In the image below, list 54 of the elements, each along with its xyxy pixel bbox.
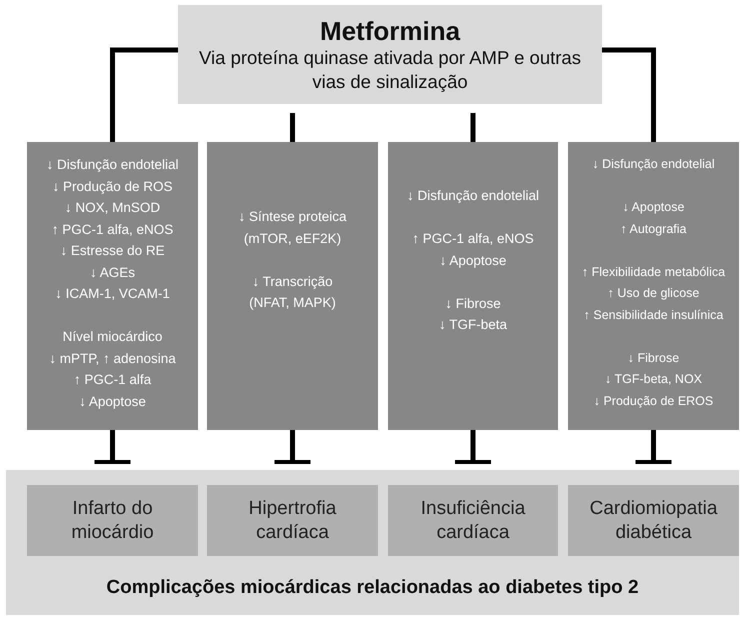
effect-box [207,142,378,430]
title-text: Metformina [320,16,460,46]
outcome-text: Infarto do miocárdio [70,496,155,544]
effect-text: ↑ Sensibilidade insulínica [584,306,724,324]
effect-text: ↓ Produção de ROS [52,178,173,196]
connector-line [602,48,656,142]
effect-text: ↓ Disfunção endotelial [46,156,179,174]
inhibition-line [274,430,310,464]
effect-text: ↓ NOX, MnSOD [64,199,160,217]
effect-text: ↓ Síntese proteica [238,208,347,226]
effect-text: ↓ AGEs [90,264,135,282]
effect-text: ↑ PGC-1 alfa, eNOS [412,230,534,248]
effect-box [568,142,739,430]
band-title: Complicações miocárdicas relacionadas ao diabetes tipo 2 [106,577,639,599]
effect-text: ↑ Uso de glicose [608,285,700,302]
effect-text: ↓ Disfunção endotelial [592,156,715,173]
effect-text: ↓ Produção de EROS [594,392,714,410]
effect-text: Nível miocárdico [62,328,162,346]
effect-box [388,142,558,430]
effect-text: (mTOR, eEF2K) [244,230,342,248]
outcome-text: Hipertrofia cardíaca [248,496,338,544]
complication-box [388,485,558,556]
inhibition-line [94,430,130,464]
effect-text: ↓ Apoptose [79,392,146,411]
inhibition-line [455,430,491,464]
effect-text: ↑ Autografia [620,220,686,238]
inhibition-line [636,430,672,464]
outcome-text: Insuficiência cardíaca [420,496,526,544]
effect-text: ↓ Estresse do RE [60,242,165,260]
effect-text: ↓ ICAM-1, VCAM-1 [55,285,170,303]
effect-text: ↑ PGC-1 alfa [74,371,152,389]
effect-text: ↑ Flexibilidade metabólica [582,264,726,280]
effect-text: ↓ TGF-beta, NOX [604,371,702,388]
complication-box [568,485,739,556]
complication-box [207,485,378,556]
outcome-text: Cardiomiopatia diabética [588,496,718,544]
effect-box [27,142,198,430]
connector-line [290,113,295,142]
effect-text: ↓ Disfunção endotelial [406,187,540,205]
effect-text: ↓ TGF-beta [438,316,508,334]
complication-box [27,485,198,556]
effect-text: ↓ Fibrose [445,294,501,312]
effect-text: ↓ Apoptose [622,199,684,216]
effect-text: ↓ Apoptose [440,252,506,270]
effect-text: ↓ Transcrição [252,272,333,291]
effect-text: (NFAT, MAPK) [249,294,336,312]
connector-line [110,48,178,142]
complications-panel [6,470,739,615]
effect-text: ↓ Fibrose [628,350,680,366]
effect-text: ↑ PGC-1 alfa, eNOS [52,220,174,238]
connector-line [470,113,476,142]
subtitle-text: Via proteína quinase ativada por AMP e outras vias de sinalização [198,46,582,94]
pathway-box [178,5,602,104]
effect-text: ↓ mPTP, ↑ adenosina [49,350,176,368]
